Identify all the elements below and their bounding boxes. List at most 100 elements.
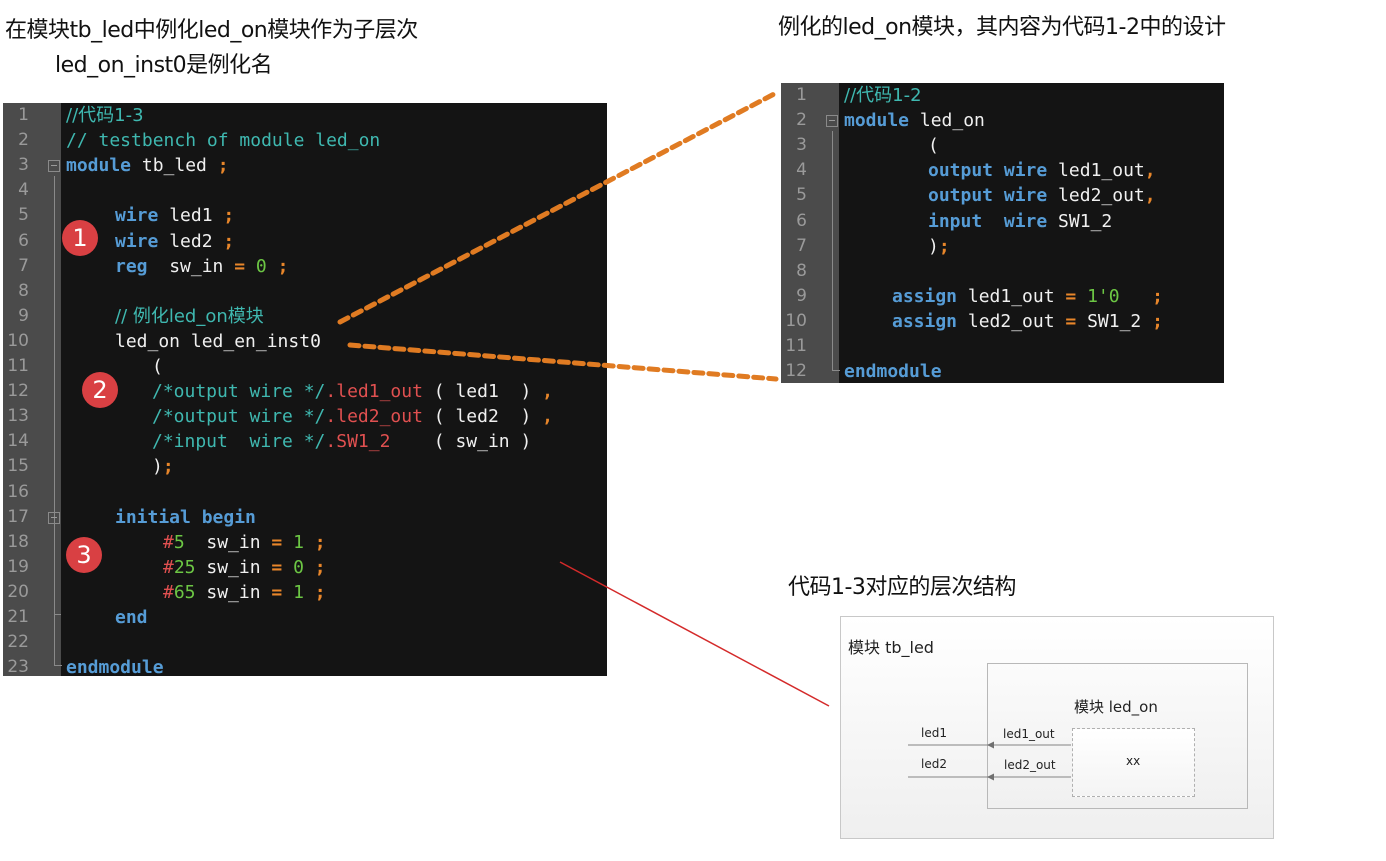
punct: ) xyxy=(152,456,163,478)
fold-toggle-icon[interactable] xyxy=(48,160,60,173)
comment: /*output wire */ xyxy=(152,381,326,403)
punct: ; xyxy=(314,531,326,553)
code-line-16: 16 xyxy=(3,480,607,505)
line-number: 12 xyxy=(7,381,29,402)
punct: , xyxy=(542,406,553,428)
code-line-20: 20 #65 sw_in = 1 ; xyxy=(3,580,607,605)
fold-guide-end xyxy=(54,614,61,615)
code-line-8: 8 xyxy=(781,259,1224,284)
punct: , xyxy=(1144,185,1156,207)
line-number: 2 xyxy=(18,130,29,151)
line-number-gutter xyxy=(3,103,61,676)
keyword: wire xyxy=(115,205,159,227)
line-number: 22 xyxy=(7,632,29,653)
line-number: 23 xyxy=(7,657,29,676)
number: 5 xyxy=(173,531,185,553)
identifier: SW1_2 xyxy=(1047,210,1113,232)
code-line-11: 11 xyxy=(781,334,1224,359)
punct: ; xyxy=(938,235,950,257)
line-number: 6 xyxy=(18,230,29,251)
line-number: 8 xyxy=(18,280,29,301)
code-line-4: 4 xyxy=(3,178,607,203)
operator: = xyxy=(271,581,283,603)
number: 0 xyxy=(245,255,278,277)
fold-toggle-icon[interactable] xyxy=(48,511,60,524)
keyword: end xyxy=(115,607,148,628)
line-number: 9 xyxy=(18,305,29,326)
line-number: 4 xyxy=(796,160,807,181)
callout-badge-1: 1 xyxy=(62,220,98,256)
line-number: 1 xyxy=(796,85,807,105)
punct: ; xyxy=(314,581,326,603)
identifier: sw_in xyxy=(195,556,272,578)
identifier: sw_in xyxy=(195,581,272,603)
identifier: sw_in xyxy=(184,531,272,553)
delay-hash: # xyxy=(163,556,174,578)
line-number: 3 xyxy=(18,155,29,176)
signal-wires xyxy=(908,741,1071,781)
callout-badge-2: 2 xyxy=(82,372,118,408)
punct: ; xyxy=(1152,285,1163,307)
line-number: 11 xyxy=(785,336,807,356)
number: 1 xyxy=(282,581,315,603)
left-code-editor: 1 //代码1-3 2 // testbench of module led_on 3 m… xyxy=(3,103,607,676)
code-line-22: 22 xyxy=(3,630,607,655)
operator: = xyxy=(271,531,283,553)
punct: ) xyxy=(928,235,939,257)
code-line-9: 9// 例化led_on模块 xyxy=(3,304,607,329)
fold-toggle-icon[interactable] xyxy=(826,115,838,128)
signal-label-led2: led2 xyxy=(921,757,947,771)
punct: ; xyxy=(223,230,235,252)
port-label-led2-out: led2_out xyxy=(1004,758,1056,772)
number: 1 xyxy=(282,531,315,553)
punct: , xyxy=(542,381,553,403)
keyword: output wire xyxy=(928,160,1048,182)
number: 1'0 xyxy=(1076,285,1153,307)
code-line-3: 3( xyxy=(781,133,1224,158)
code-line-18: 18#5 sw_in = 1 ; xyxy=(3,530,607,555)
identifier: ( led2 ) xyxy=(422,406,543,428)
callout-badge-3: 3 xyxy=(66,537,102,573)
left-title-line1: 在模块tb_led中例化led_on模块作为子层次 xyxy=(5,18,418,43)
outer-module-label: 模块 tb_led xyxy=(848,638,934,657)
keyword: module xyxy=(66,155,132,177)
inner-module-box: 模块 led_on xx led1_out led2_out xyxy=(987,663,1248,809)
fold-guide xyxy=(832,131,833,371)
punct: ( xyxy=(152,356,163,377)
operator: = xyxy=(1065,285,1077,307)
punct: ( xyxy=(928,135,939,157)
line-number: 7 xyxy=(18,255,29,276)
right-title: 例化的led_on模块，其内容为代码1-2中的设计 xyxy=(778,15,1226,40)
line-number: 13 xyxy=(7,406,29,427)
port-name: .led1_out xyxy=(325,381,423,403)
identifier: ( sw_in ) xyxy=(390,431,532,453)
left-title-line2: led_on_inst0是例化名 xyxy=(55,53,273,78)
line-number: 20 xyxy=(7,581,29,602)
line-number: 7 xyxy=(796,235,807,256)
code-line-12: 12/*output wire */.led1_out ( led1 ) , xyxy=(3,379,607,404)
comment: // testbench of module led_on xyxy=(66,130,381,152)
comment: //代码1-3 xyxy=(66,105,144,126)
number: 65 xyxy=(173,581,196,603)
number: 0 xyxy=(282,556,315,578)
keyword: output wire xyxy=(928,185,1048,207)
code-line-14: 14/*input wire */.SW1_2 ( sw_in ) xyxy=(3,429,607,454)
comment: /*input wire */ xyxy=(152,431,326,453)
line-number: 8 xyxy=(796,260,807,281)
code-line-11: 11 ( xyxy=(3,354,607,379)
line-number: 11 xyxy=(7,356,29,376)
port-name: .led2_out xyxy=(325,406,423,428)
line-number: 2 xyxy=(796,110,807,131)
identifier: SW1_2 xyxy=(1076,310,1153,332)
punct: ; xyxy=(217,155,229,177)
delay-hash: # xyxy=(163,581,174,603)
line-number-gutter xyxy=(781,83,839,383)
